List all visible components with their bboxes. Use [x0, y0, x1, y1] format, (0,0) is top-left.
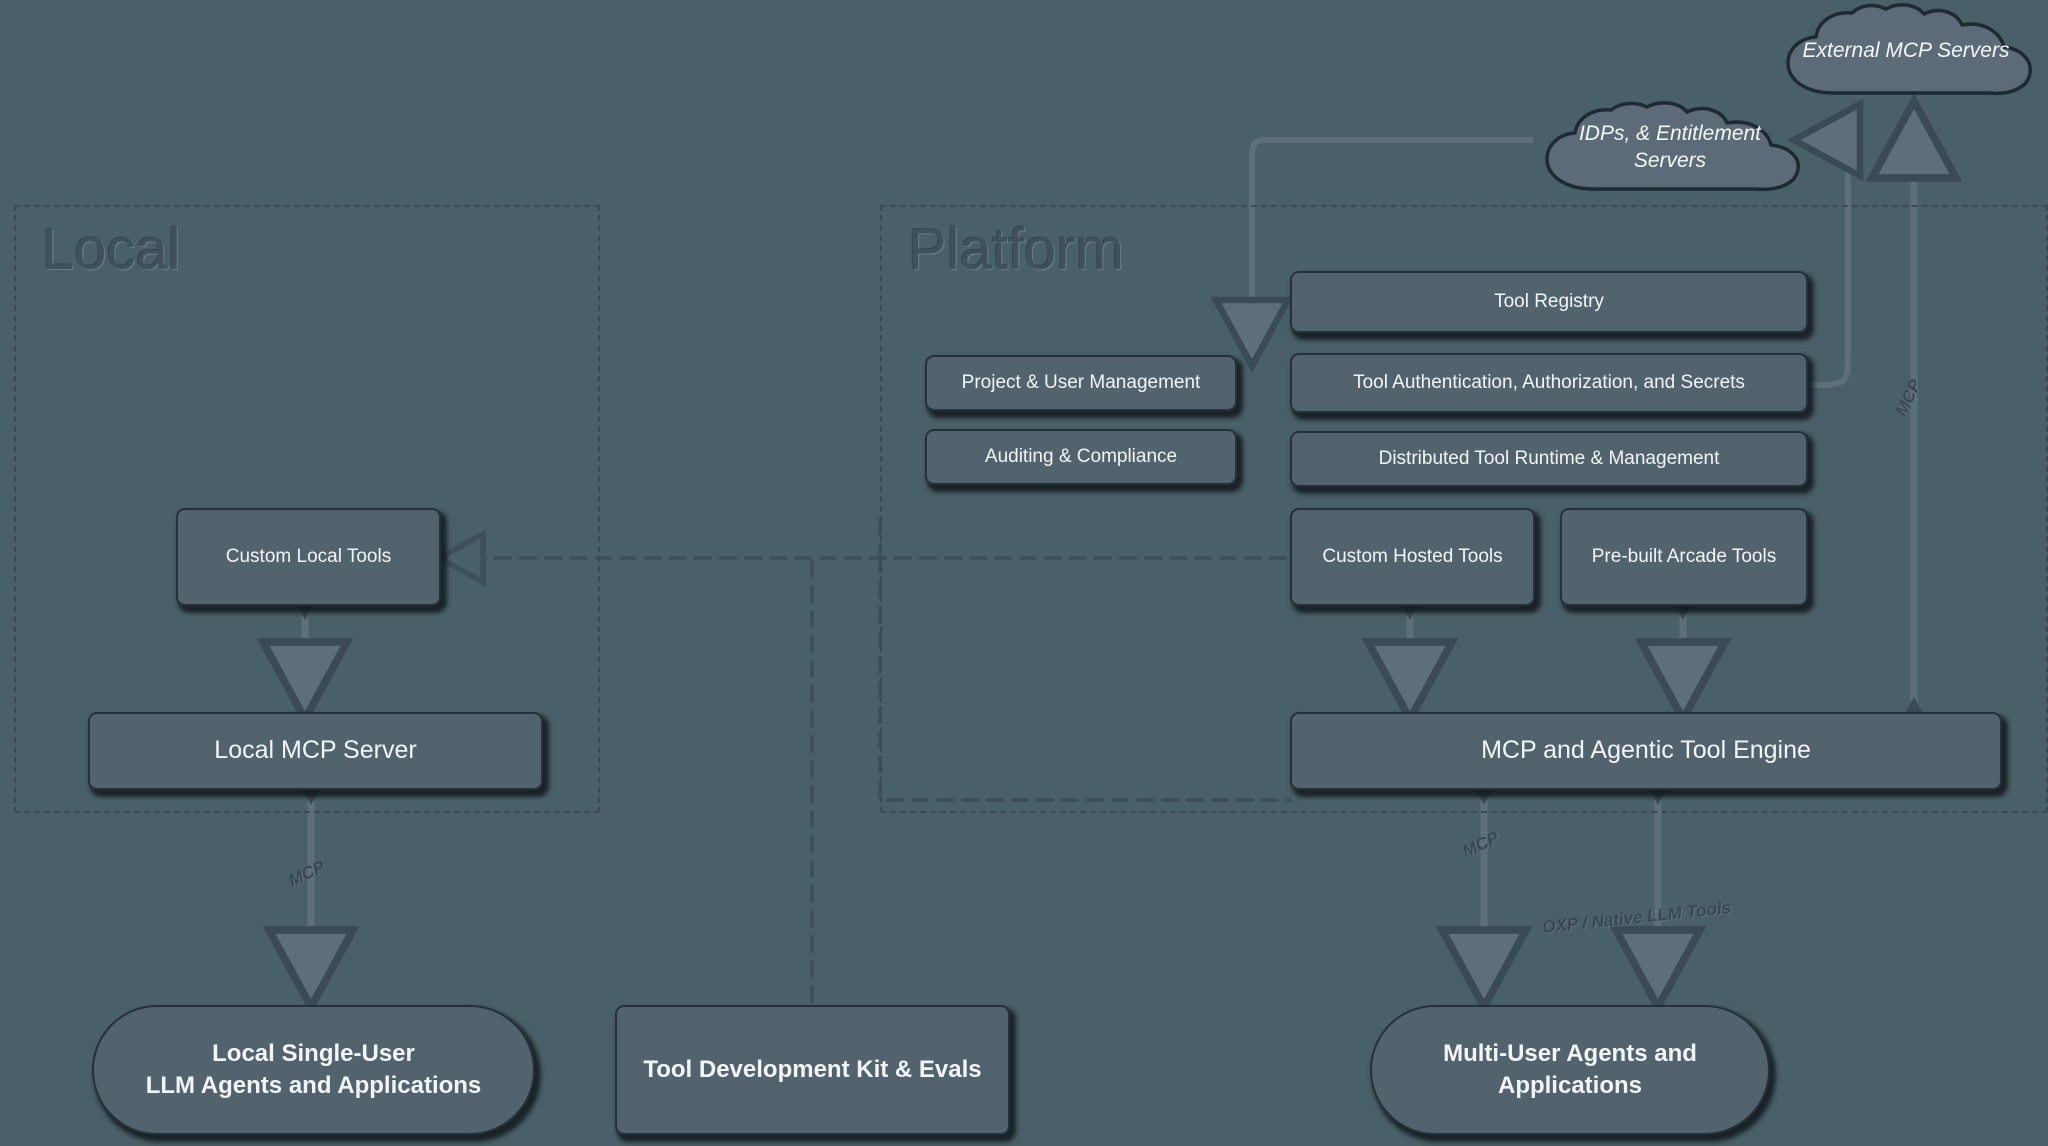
node-label-line2: LLM Agents and Applications: [145, 1072, 482, 1099]
node-custom-hosted-tools[interactable]: Custom Hosted Tools: [1290, 508, 1535, 606]
node-tool-registry[interactable]: Tool Registry: [1290, 271, 1808, 333]
node-project-user-management[interactable]: Project & User Management: [925, 355, 1237, 411]
cloud-label-line1: IDPs, & Entitlement: [1578, 121, 1762, 145]
node-label: Local Single-User LLM Agents and Applica…: [146, 1038, 482, 1103]
cloud-label: External MCP Servers: [1802, 39, 2010, 63]
node-tool-authentication[interactable]: Tool Authentication, Authorization, and …: [1290, 353, 1808, 413]
node-label-line1: Local Single-User: [212, 1039, 415, 1067]
node-mcp-agentic-tool-engine[interactable]: MCP and Agentic Tool Engine: [1290, 712, 2002, 790]
node-auditing-compliance[interactable]: Auditing & Compliance: [925, 429, 1237, 485]
node-tool-development-kit[interactable]: Tool Development Kit & Evals: [615, 1005, 1010, 1135]
zone-local: [14, 205, 600, 813]
node-multi-user-agents[interactable]: Multi-User Agents and Applications: [1370, 1005, 1770, 1135]
cloud-idps-entitlement-servers: IDPs, & Entitlement Servers: [1530, 100, 1810, 194]
cloud-external-mcp-servers: External MCP Servers: [1772, 2, 2040, 100]
node-label-line2: Applications: [1497, 1072, 1642, 1099]
zone-platform: [880, 205, 2048, 813]
cloud-label-line2: Servers: [1633, 149, 1707, 172]
node-label: Multi-User Agents and Applications: [1443, 1038, 1697, 1103]
cloud-shape-icon: [1786, 3, 2032, 96]
zone-platform-title: Platform: [908, 217, 1124, 282]
node-custom-local-tools[interactable]: Custom Local Tools: [176, 508, 441, 606]
node-prebuilt-arcade-tools[interactable]: Pre-built Arcade Tools: [1560, 508, 1808, 606]
node-local-single-user-agents[interactable]: Local Single-User LLM Agents and Applica…: [92, 1005, 535, 1135]
cloud-label: IDPs, & Entitlement Servers: [1553, 120, 1787, 175]
node-distributed-tool-runtime[interactable]: Distributed Tool Runtime & Management: [1290, 431, 1808, 487]
node-local-mcp-server[interactable]: Local MCP Server: [88, 712, 543, 790]
zone-local-title: Local: [42, 217, 181, 282]
node-label-line1: Multi-User Agents and: [1443, 1039, 1697, 1067]
